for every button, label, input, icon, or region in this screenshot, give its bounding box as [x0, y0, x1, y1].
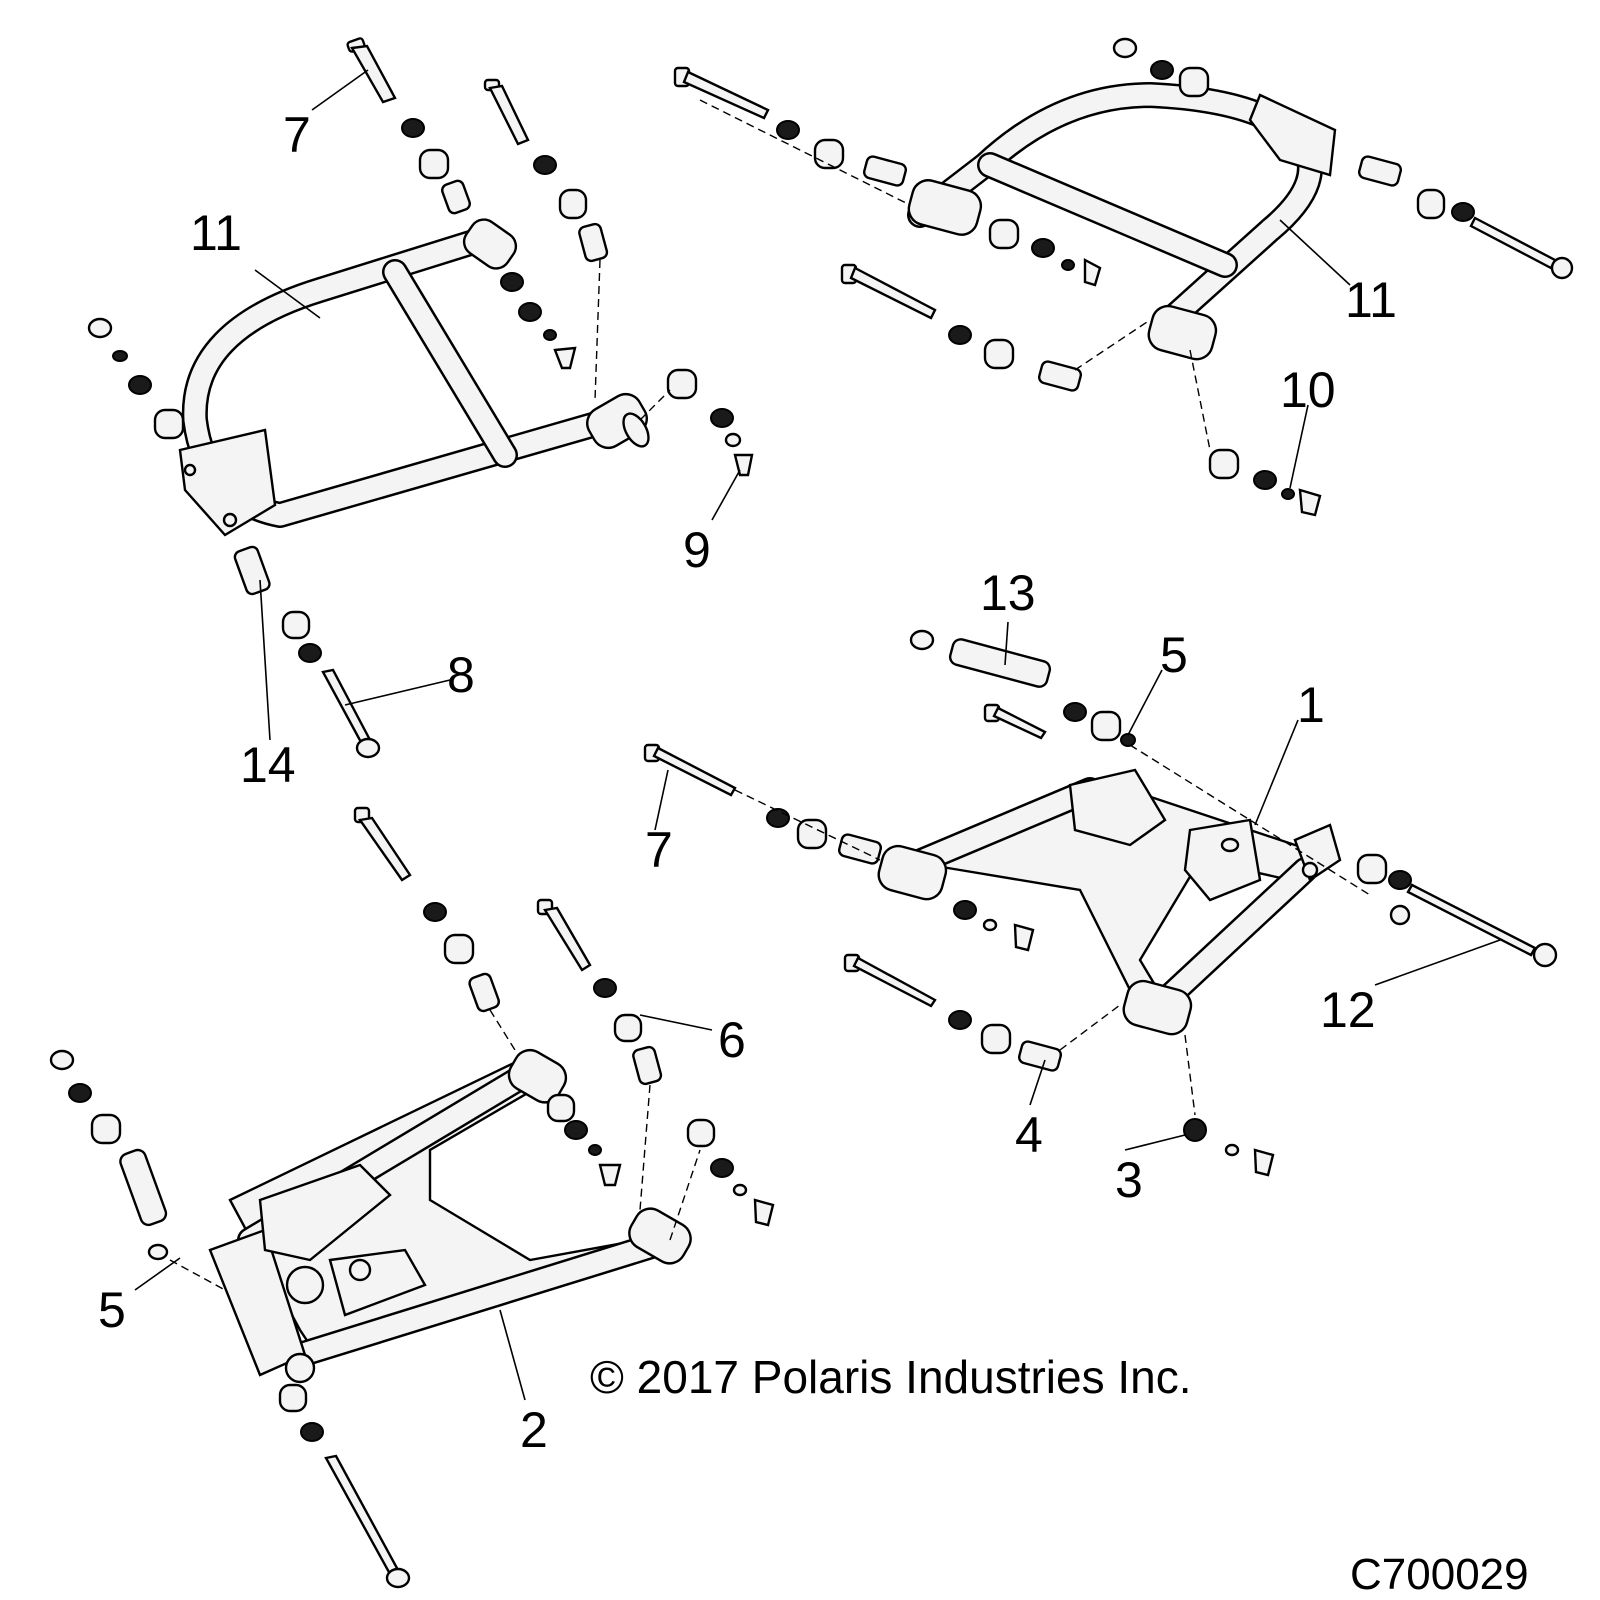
bolt-7-top	[346, 37, 397, 104]
bolt-upper-right-long	[673, 66, 908, 187]
bushing-stack-bottom-left-upper	[546, 1093, 622, 1187]
callout-14: 14	[240, 737, 296, 793]
bushing-stack-top-right	[1112, 37, 1574, 280]
bushing-stack-bottom-right	[686, 1118, 775, 1227]
callout-4: 4	[1015, 1107, 1043, 1163]
callout-9: 9	[683, 522, 711, 578]
bolt-lower-mid	[843, 953, 1063, 1072]
callout-11: 11	[1345, 272, 1397, 328]
bolt-8	[281, 610, 381, 759]
bushing-stack-mid-right-lower	[953, 900, 1035, 952]
callout-11: 11	[190, 205, 242, 261]
bolt-bottom-top-1	[353, 806, 501, 1013]
bushing-stack-10	[1208, 448, 1322, 517]
callout-13: 13	[980, 565, 1036, 621]
bolt-12	[1356, 853, 1558, 968]
callout-1: 1	[1297, 677, 1325, 733]
pin-14	[233, 545, 271, 596]
callout-10: 10	[1280, 362, 1336, 418]
callout-6: 6	[718, 1012, 746, 1068]
lower-control-arm-left	[208, 1048, 692, 1384]
bolt-bottom-top-2	[536, 898, 663, 1086]
bolt-second-top	[483, 78, 609, 263]
upper-control-arm-left	[178, 218, 650, 537]
bushing-stack-mid-right	[988, 218, 1102, 287]
drawing-id: C700029	[1350, 1550, 1529, 1599]
callout-3: 3	[1115, 1152, 1143, 1208]
callout-5: 5	[98, 1282, 126, 1338]
callout-12: 12	[1320, 982, 1376, 1038]
bolt-short-mid	[983, 703, 1047, 740]
upper-control-arm-right	[907, 82, 1337, 361]
callout-7: 7	[283, 107, 311, 163]
bushing-stack-left	[87, 317, 185, 440]
bushing-stack-9	[666, 368, 754, 477]
lower-control-arm-right	[877, 768, 1342, 1036]
bushing-stack-bottom-far-left	[49, 1049, 169, 1261]
bushing-stack-3	[1183, 1118, 1275, 1177]
bushing-stack-top-left	[401, 118, 577, 370]
bolt-mid-right	[840, 263, 1083, 392]
bolt-13-pin	[909, 629, 1136, 747]
callout-8: 8	[447, 647, 475, 703]
callout-7: 7	[645, 822, 673, 878]
bolt-7-mid	[643, 743, 883, 865]
copyright-notice: © 2017 Polaris Industries Inc.	[590, 1351, 1192, 1403]
callout-2: 2	[520, 1402, 548, 1458]
bolt-bottom-long	[278, 1383, 411, 1589]
callout-5: 5	[1160, 627, 1188, 683]
leader-lines	[134, 69, 1501, 1401]
